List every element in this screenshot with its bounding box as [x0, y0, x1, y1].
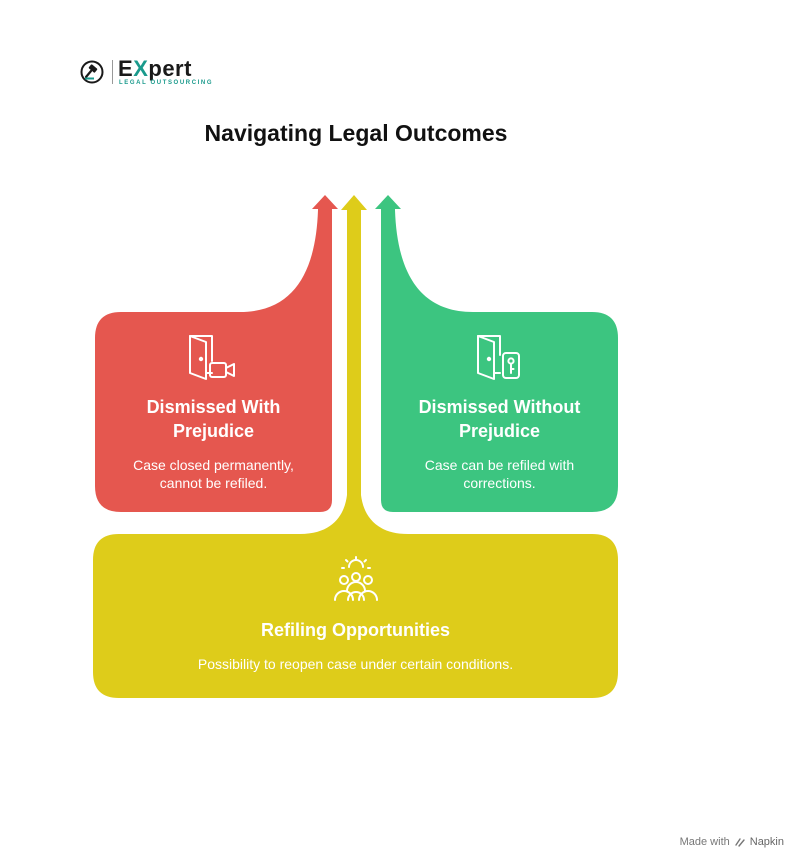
- logo-divider: [112, 60, 113, 84]
- door-key-icon: [477, 335, 520, 380]
- logo-wordmark: EXpert: [118, 56, 192, 81]
- refiling-description: Possibility to reopen case under certain…: [197, 656, 514, 672]
- logo-tagline: LEGAL OUTSOURCING: [119, 80, 214, 86]
- with-prejudice-description: Case closed permanently, cannot be refil…: [133, 457, 294, 491]
- with-prejudice-heading: Dismissed With Prejudice: [146, 397, 281, 441]
- made-with-napkin: Made with Napkin: [680, 836, 784, 848]
- green-card-shape: [375, 195, 618, 512]
- page-title: Navigating Legal Outcomes: [204, 120, 508, 146]
- company-logo: EXpert LEGAL OUTSOURCING: [80, 56, 214, 88]
- without-prejudice-description: Case can be refiled with corrections.: [424, 457, 575, 491]
- with-prejudice-card: Dismissed With Prejudice Case closed per…: [95, 395, 332, 492]
- napkin-icon: [735, 838, 745, 847]
- refiling-heading: Refiling Opportunities: [261, 620, 450, 640]
- without-prejudice-heading: Dismissed Without Prejudice: [418, 397, 581, 441]
- footer-brand: Napkin: [749, 836, 784, 848]
- refiling-card: Refiling Opportunities Possibility to re…: [93, 618, 618, 673]
- footer-prefix: Made with: [679, 836, 730, 848]
- door-camera-icon: [189, 335, 235, 380]
- yellow-card-shape: [93, 195, 618, 698]
- gavel-icon: [80, 60, 104, 84]
- without-prejudice-card: Dismissed Without Prejudice Case can be …: [381, 395, 618, 492]
- group-idea-icon: [334, 556, 378, 601]
- red-card-shape: [95, 195, 338, 512]
